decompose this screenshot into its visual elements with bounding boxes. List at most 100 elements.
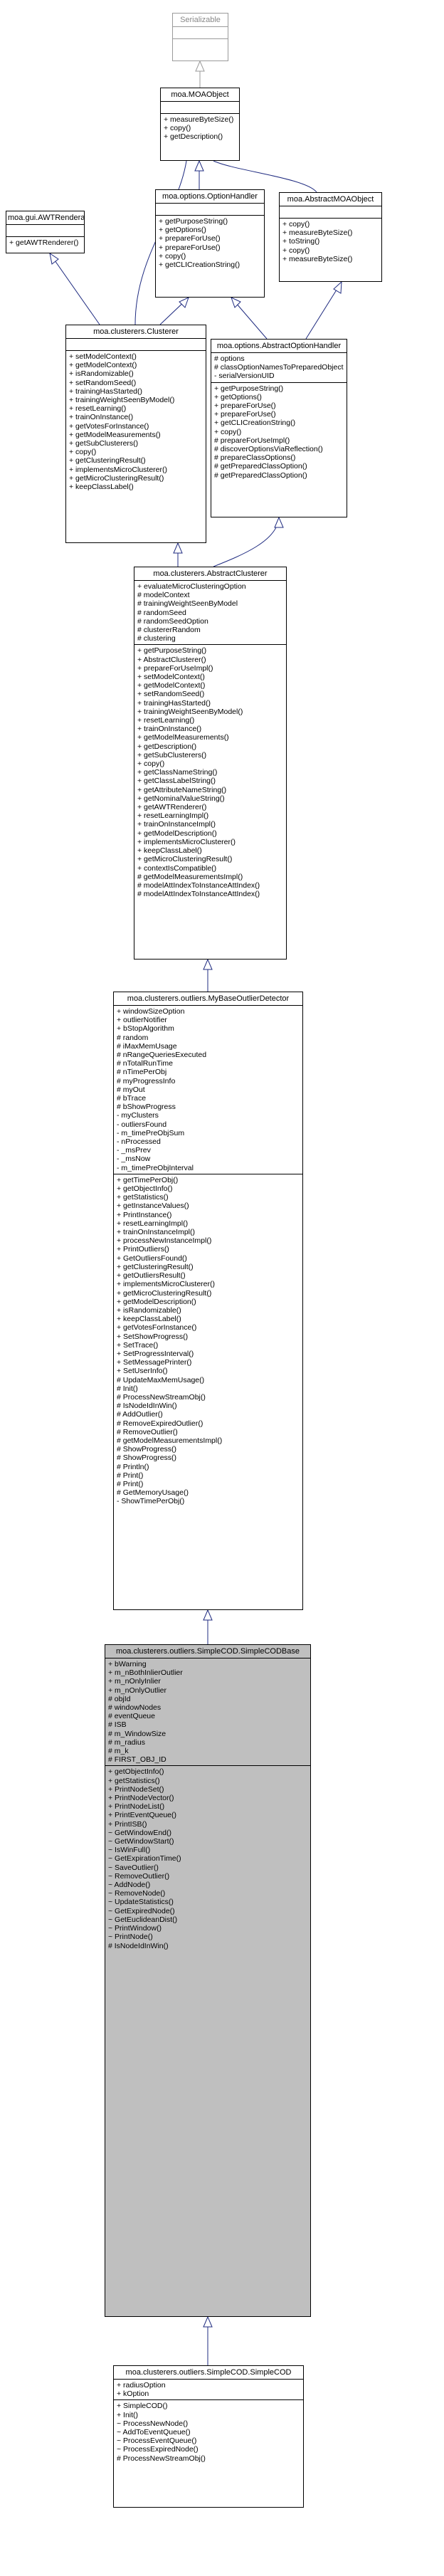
attribute: # classOptionNamesToPreparedObjects	[214, 363, 344, 372]
operation: + SetUserInfo()	[117, 1367, 168, 1376]
operation: + PrintInstance()	[117, 1210, 172, 1219]
operation: + toString()	[282, 237, 320, 246]
arrowhead-moaobject	[194, 159, 204, 172]
operation: ~ GetExpiredNode()	[108, 1906, 175, 1915]
operation: + getModelContext()	[69, 361, 137, 370]
attribute: # random	[117, 1033, 149, 1042]
operation: # Println()	[117, 1462, 149, 1471]
operation: + getCLICreationString()	[214, 419, 296, 428]
attribute: # eventQueue	[108, 1712, 155, 1721]
class-serializable[interactable]: Serializable	[172, 13, 228, 61]
class-my-base-outlier-detector[interactable]: moa.clusterers.outliers.MyBaseOutlierDet…	[113, 992, 303, 1610]
operation: - ShowTimePerObj()	[117, 1497, 185, 1506]
class-clusterer[interactable]: moa.clusterers.Clusterer + setModelConte…	[65, 325, 206, 543]
operation: ~ IsWinFull()	[108, 1846, 151, 1855]
operation-section	[173, 38, 228, 51]
operation: + copy()	[137, 759, 165, 769]
operation: # discoverOptionsViaReflection()	[214, 445, 323, 454]
operation: + implementsMicroClusterer()	[117, 1280, 215, 1289]
operation: + getClusteringResult()	[117, 1262, 194, 1271]
operation: + trainingWeightSeenByModel()	[137, 707, 243, 716]
operation: + prepareForUse()	[214, 410, 276, 419]
operation: + processNewInstanceImpl()	[117, 1236, 212, 1246]
operation: + GetOutliersFound()	[117, 1253, 187, 1263]
operation: + PrintISB()	[108, 1819, 147, 1829]
operation: + SetShowProgress()	[117, 1332, 189, 1341]
operation: # getPreparedClassOption()	[214, 470, 307, 480]
attribute-section: + radiusOption + kOption	[114, 2379, 303, 2399]
operation: ~ GetWindowEnd()	[108, 1828, 171, 1837]
operation: + getSubClusterers()	[137, 750, 207, 759]
operation: + setModelContext()	[69, 352, 137, 361]
operation-section: + getTimePerObj() + getObjectInfo() + ge…	[114, 1173, 302, 1508]
operation-section: + getObjectInfo() + getStatistics() + Pr…	[105, 1765, 310, 1951]
operation: ~ RemoveNode()	[108, 1889, 166, 1898]
operation: + setModelContext()	[137, 673, 205, 682]
attribute: # FIRST_OBJ_ID	[108, 1755, 166, 1765]
operation: # AddOutlier()	[117, 1410, 163, 1419]
class-awt-renderable[interactable]: moa.gui.AWTRenderable + getAWTRenderer()	[6, 211, 85, 253]
operation: ~ GetWindowStart()	[108, 1837, 174, 1846]
attribute: + radiusOption	[117, 2381, 166, 2390]
operation: + PrintOutliers()	[117, 1245, 169, 1254]
attribute-section: + evaluateMicroClusteringOption # modelC…	[134, 580, 286, 644]
operation: + getVotesForInstance()	[69, 421, 149, 431]
class-abstract-option-handler[interactable]: moa.options.AbstractOptionHandler # opti…	[211, 339, 347, 517]
operation: + getAttributeNameString()	[137, 785, 227, 794]
operation: + getStatistics()	[117, 1193, 169, 1202]
operation: + AbstractClusterer()	[137, 655, 206, 664]
operation: + getObjectInfo()	[117, 1184, 173, 1194]
class-moa-object[interactable]: moa.MOAObject + measureByteSize() + copy…	[160, 88, 240, 161]
attribute: # clustererRandom	[137, 626, 201, 635]
operation: + getNominalValueString()	[137, 794, 225, 803]
operation: + getOutliersResult()	[117, 1271, 186, 1281]
operation: + resetLearning()	[69, 404, 127, 414]
attribute: # clustering	[137, 634, 176, 643]
operation: + isRandomizable()	[117, 1305, 181, 1315]
arrowhead-optionhandler-1	[179, 297, 189, 308]
attribute: # trainingWeightSeenByModel	[137, 599, 238, 609]
operation: + copy()	[159, 251, 186, 261]
attribute: # objId	[108, 1694, 131, 1703]
operation: + PrintNodeSet()	[108, 1784, 164, 1794]
attribute-section	[66, 338, 206, 350]
attribute: + windowSizeOption	[117, 1007, 185, 1016]
operation: + contextIsCompatible()	[137, 863, 217, 873]
class-abstract-clusterer[interactable]: moa.clusterers.AbstractClusterer + evalu…	[134, 567, 287, 960]
attribute: # modelContext	[137, 591, 190, 600]
attribute: + kOption	[117, 2390, 149, 2399]
operation-section: + getPurposeString() + AbstractClusterer…	[134, 644, 286, 900]
attribute: # bShowProgress	[117, 1103, 176, 1112]
operation: + prepareForUse()	[159, 243, 221, 252]
arrowhead-optionhandler-2	[231, 297, 241, 308]
attribute: - _msNow	[117, 1155, 151, 1164]
attribute: # iMaxMemUsage	[117, 1041, 177, 1051]
operation: + getClassNameString()	[137, 768, 218, 777]
operation: + getTimePerObj()	[117, 1175, 179, 1184]
operation: + prepareForUse()	[159, 234, 221, 243]
class-name: moa.MOAObject	[171, 90, 229, 99]
operation-section: + SimpleCOD() + Init() ~ ProcessNewNode(…	[114, 2399, 303, 2464]
class-abstract-moa-object[interactable]: moa.AbstractMOAObject + copy() + measure…	[279, 192, 382, 282]
arrowhead-abstractmoaobject	[333, 280, 342, 294]
operation: # ShowProgress()	[117, 1453, 177, 1463]
operation: + getPurposeString()	[137, 646, 207, 656]
operation: + keepClassLabel()	[117, 1315, 181, 1324]
class-simple-cod[interactable]: moa.clusterers.outliers.SimpleCOD.Simple…	[113, 2365, 304, 2508]
operation: + getCLICreationString()	[159, 261, 240, 270]
class-option-handler[interactable]: moa.options.OptionHandler + getPurposeSt…	[155, 189, 265, 298]
operation: + copy()	[282, 220, 310, 228]
operation: # ProcessNewStreamObj()	[117, 1392, 206, 1402]
arrowhead-abstractoptionhandler	[274, 516, 284, 528]
arrowhead-clusterer	[173, 542, 183, 554]
attribute: # ISB	[108, 1720, 127, 1730]
operation: + SetProgressInterval()	[117, 1349, 194, 1358]
operation: # modelAttIndexToInstanceAttIndex()	[137, 880, 260, 890]
edge-abstractclusterer-abstractoptionhandler	[213, 517, 280, 567]
class-name: moa.AbstractMOAObject	[287, 195, 374, 204]
operation: + trainOnInstanceImpl()	[117, 1228, 196, 1237]
class-simple-cod-base[interactable]: moa.clusterers.outliers.SimpleCOD.Simple…	[105, 1644, 311, 2317]
attribute: # randomSeedOption	[137, 616, 208, 626]
operation: + getPurposeString()	[214, 384, 284, 393]
